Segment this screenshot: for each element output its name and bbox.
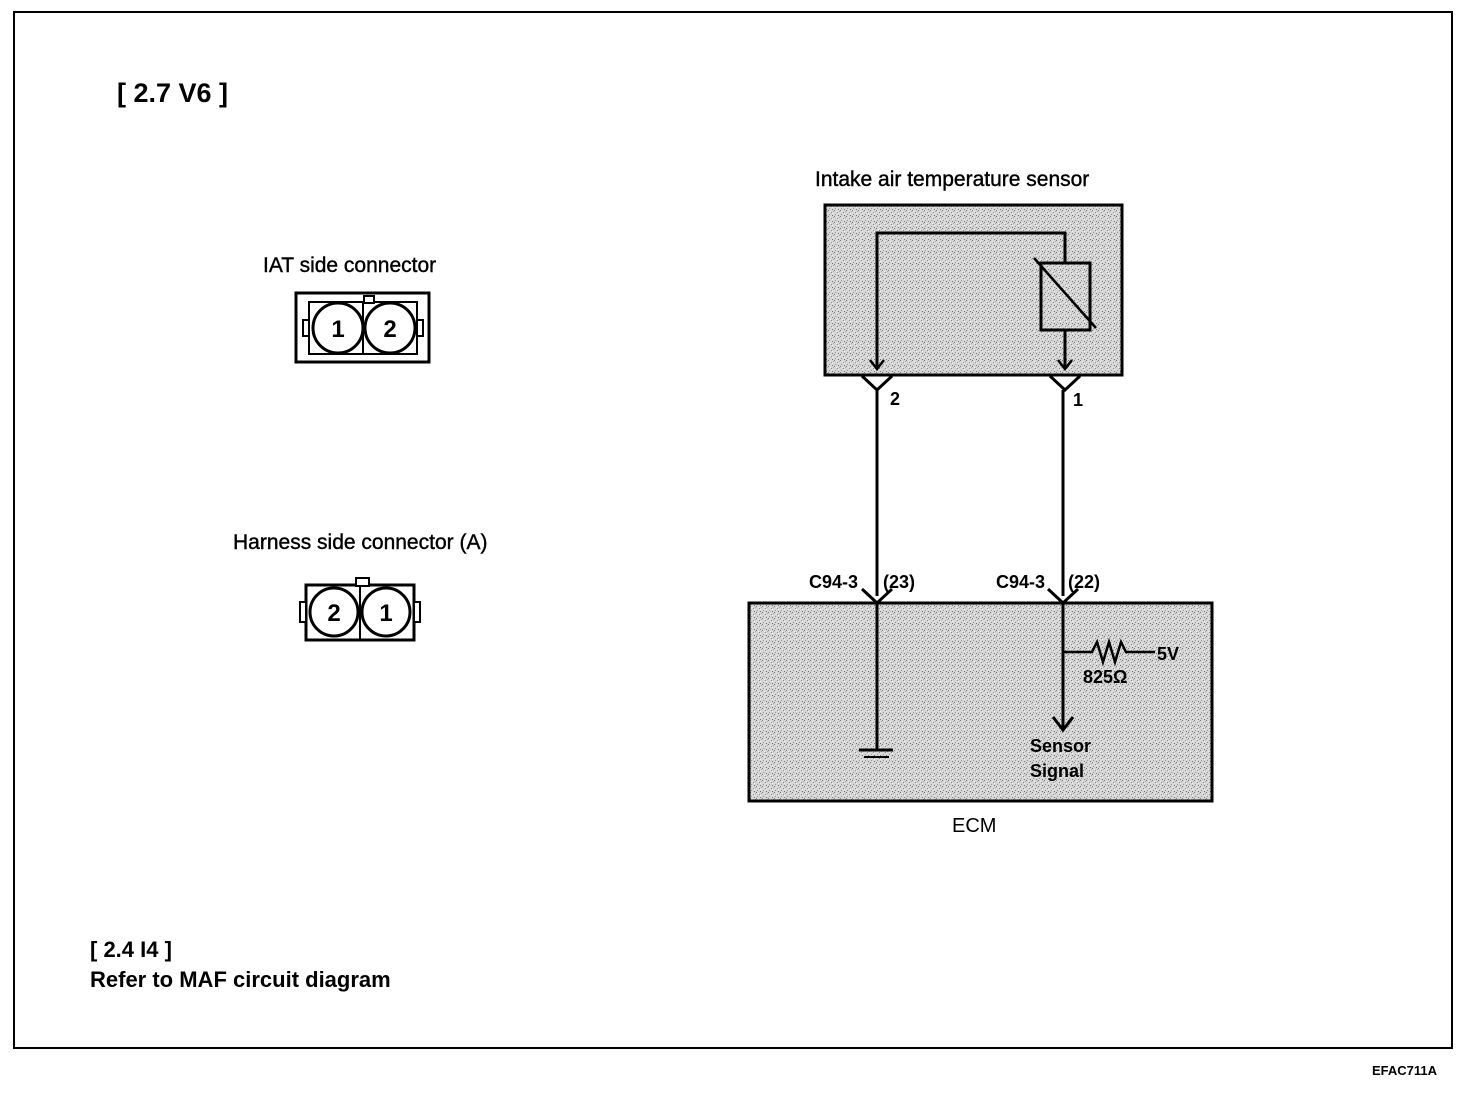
voltage-label: 5V [1157, 644, 1179, 664]
iat-pin-circle [311, 301, 365, 355]
ecm-left-connector-label: C94-3 [809, 572, 858, 592]
harness-pin-circle [308, 586, 360, 638]
sensor-signal-label-line2: Signal [1030, 761, 1084, 781]
iat-side-connector: 1 2 [294, 291, 431, 364]
harness-pin-circle [360, 586, 412, 638]
resistance-label: 825Ω [1083, 667, 1127, 687]
iat-pin-circle [363, 301, 417, 355]
ecm-pin-chevron [860, 587, 894, 606]
sensor-pin-2-label: 2 [890, 389, 900, 409]
harness-pin-label: 1 [379, 600, 392, 627]
ecm-right-connector-label: C94-3 [996, 572, 1045, 592]
ecm-right-pin-label: (22) [1068, 572, 1100, 592]
harness-pin-label: 2 [327, 600, 340, 627]
sensor-pin-1-label: 1 [1073, 390, 1083, 410]
ecm-left-pin-label: (23) [883, 572, 915, 592]
diagram-frame [13, 11, 1453, 1049]
resistor-symbol [1063, 637, 1155, 667]
iat-side-connector-label: IAT side connector [263, 254, 437, 277]
iat-pin-label: 1 [331, 316, 344, 343]
harness-side-connector-label: Harness side connector (A) [233, 531, 488, 554]
ecm-label: ECM [952, 815, 997, 837]
harness-side-connector: 2 1 [299, 577, 421, 642]
note-variant: [ 2.4 I4 ] [90, 937, 172, 962]
signal-arrow [1051, 716, 1075, 733]
iat-pin-label: 2 [383, 316, 396, 343]
sensor-title: Intake air temperature sensor [815, 168, 1090, 191]
thermistor-symbol [1039, 261, 1092, 332]
ecm-pin-chevron [1046, 587, 1080, 606]
sensor-pin-chevron [860, 374, 894, 393]
image-code: EFAC711A [1372, 1063, 1438, 1078]
variant-title: [ 2.7 V6 ] [117, 78, 229, 108]
sensor-box [823, 203, 1124, 377]
ecm-box [747, 601, 1214, 803]
note-text: Refer to MAF circuit diagram [90, 967, 391, 992]
sensor-pin-chevron [1048, 374, 1082, 393]
sensor-signal-label-line1: Sensor [1030, 736, 1091, 756]
